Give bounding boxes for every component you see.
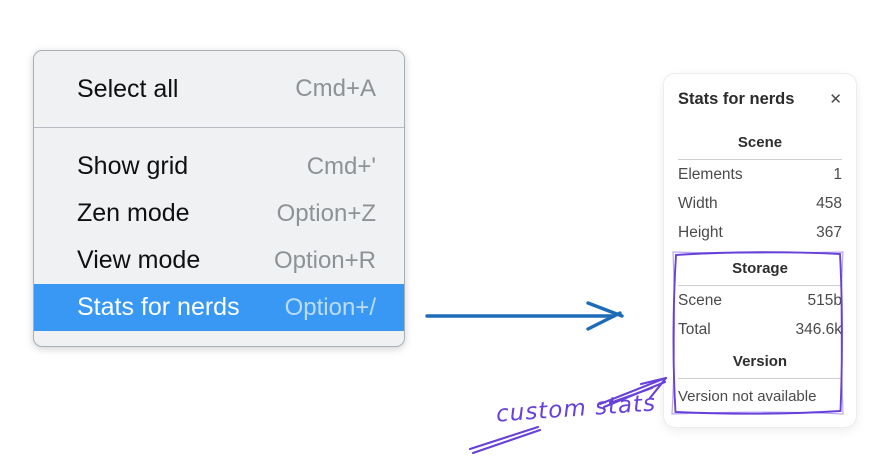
stat-value: 367: [816, 223, 842, 241]
menu-item-shortcut: Option+Z: [276, 199, 376, 227]
menu-item-label: Zen mode: [77, 199, 190, 227]
menu-section: Show grid Cmd+' Zen mode Option+Z View m…: [34, 128, 404, 331]
stat-value: 346.6k: [795, 320, 842, 338]
stat-value: 458: [816, 194, 842, 212]
blue-arrow: [425, 301, 624, 331]
section-header: Storage: [732, 260, 788, 277]
menu-divider: [34, 127, 404, 128]
menu-item-label: View mode: [77, 246, 201, 274]
stat-label: Elements: [678, 165, 743, 183]
stat-row-total-storage: Total 346.6k: [678, 315, 842, 344]
menu-item-shortcut: Option+/: [284, 293, 376, 321]
section-header: Version: [732, 353, 788, 370]
menu-item-label: Stats for nerds: [77, 293, 240, 321]
menu-item-show-grid[interactable]: Show grid Cmd+': [34, 143, 404, 190]
stat-row-elements: Elements 1: [678, 160, 842, 189]
stats-section-storage: Storage Scene 515b Total 346.6k: [678, 259, 842, 344]
menu-item-shortcut: Cmd+': [306, 152, 376, 180]
stat-row-scene-storage: Scene 515b: [678, 286, 842, 315]
version-note: Version not available: [678, 388, 817, 405]
menu-item-stats-for-nerds[interactable]: Stats for nerds Option+/: [34, 284, 404, 331]
stat-label: Total: [678, 320, 711, 338]
stats-panel: Stats for nerds ✕ Scene Elements 1 Width…: [663, 73, 857, 428]
stats-section-scene: Scene Elements 1 Width 458 Height 367: [678, 133, 842, 247]
stat-value: 1: [833, 165, 842, 183]
section-header: Scene: [737, 134, 783, 151]
menu-item-shortcut: Option+R: [273, 246, 376, 274]
stats-panel-header: Stats for nerds ✕: [678, 89, 842, 109]
context-menu: Select all Cmd+A Show grid Cmd+' Zen mod…: [33, 50, 405, 347]
stat-value: 515b: [807, 291, 842, 309]
stat-label: Scene: [678, 291, 722, 309]
menu-item-label: Show grid: [77, 152, 189, 180]
menu-item-zen-mode[interactable]: Zen mode Option+Z: [34, 190, 404, 237]
menu-item-select-all[interactable]: Select all Cmd+A: [34, 51, 404, 127]
stat-label: Width: [678, 194, 718, 212]
stat-row-height: Height 367: [678, 218, 842, 247]
stats-panel-title: Stats for nerds: [678, 89, 795, 108]
section-divider: [678, 159, 842, 160]
close-icon[interactable]: ✕: [829, 90, 842, 108]
stat-label: Height: [678, 223, 723, 241]
menu-item-view-mode[interactable]: View mode Option+R: [34, 237, 404, 284]
stats-section-version: Version Version not available: [678, 352, 842, 407]
stat-row-width: Width 458: [678, 189, 842, 218]
section-divider: [678, 378, 842, 379]
menu-item-label: Select all: [77, 74, 179, 103]
menu-item-shortcut: Cmd+A: [295, 75, 376, 102]
annotation-custom-stats-label: custom stats: [495, 390, 657, 428]
